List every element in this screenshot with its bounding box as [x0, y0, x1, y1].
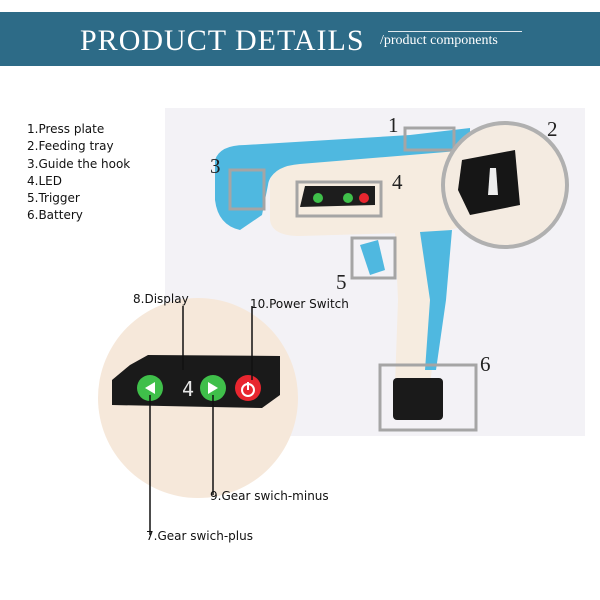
component-legend: 1.Press plate 2.Feeding tray 3.Guide the…	[27, 121, 130, 225]
legend-item: 5.Trigger	[27, 191, 80, 206]
legend-item: 4.LED	[27, 173, 62, 188]
gun-top-blue	[215, 128, 470, 230]
legend-item: 2.Feeding tray	[27, 139, 114, 154]
header-banner	[0, 12, 600, 66]
handle-grip-blue	[420, 230, 452, 370]
marker-4: 4	[392, 170, 403, 194]
page-title: PRODUCT DETAILS	[80, 24, 365, 57]
callout-power-switch: 10.Power Switch	[250, 297, 349, 311]
subtitle-text: product components	[383, 33, 498, 48]
subtitle-divider	[388, 31, 522, 32]
callout-gear-plus: 7.Gear swich-plus	[146, 529, 253, 543]
display-digit: 4	[182, 377, 194, 401]
legend-item: 6.Battery	[27, 208, 83, 223]
marker-2: 2	[547, 117, 558, 141]
marker-3: 3	[210, 154, 221, 178]
page-subtitle: /product components	[380, 33, 498, 48]
legend-item: 3.Guide the hook	[27, 156, 131, 171]
callout-lines	[149, 306, 253, 535]
marker-5: 5	[336, 270, 347, 294]
callout-gear-minus: 9.Gear swich-minus	[210, 489, 329, 503]
marker-6: 6	[480, 352, 491, 376]
callout-display: 8.Display	[133, 292, 189, 306]
legend-item: 1.Press plate	[27, 122, 105, 136]
battery	[393, 378, 443, 420]
marker-1: 1	[388, 113, 399, 137]
trigger	[360, 240, 385, 275]
marker-boxes	[228, 126, 478, 432]
